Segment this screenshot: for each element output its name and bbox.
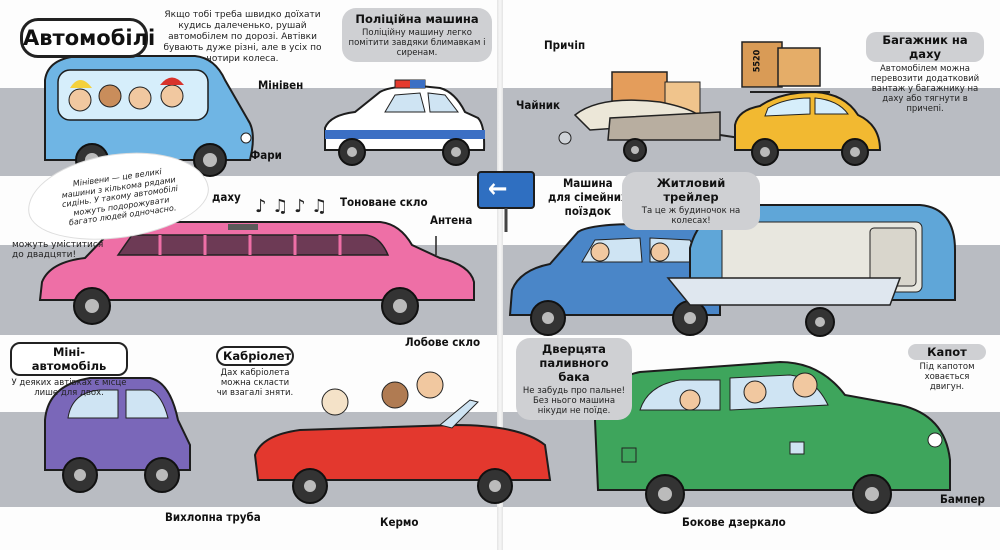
- label-trailer: Причіп: [544, 38, 586, 52]
- fuel-door-bubble-text: Не забудь про пальне! Без нього машина н…: [522, 386, 626, 416]
- limousine-illustration: ♪ ♫ ♪ ♫: [38, 196, 475, 325]
- mini-car-bubble: Міні-автомобіль У деяких автівках є місц…: [4, 338, 134, 402]
- label-steering: Кермо: [380, 515, 419, 529]
- caravan-box-number: 5520: [752, 49, 763, 73]
- hood-bubble-text: Під капотом ховається двигун.: [919, 362, 975, 392]
- label-tinted-glass: Тоноване скло: [340, 195, 428, 209]
- svg-text:♪ ♫ ♪ ♫: ♪ ♫ ♪ ♫: [255, 196, 327, 217]
- yellow-car-illustration: [734, 41, 882, 166]
- convertible-bubble-title: Кабріолет: [216, 346, 294, 366]
- label-windshield: Лобове скло: [405, 335, 481, 349]
- road-sign-illustration: [477, 171, 535, 232]
- family-car-illustration: [508, 222, 721, 336]
- police-bubble-title: Поліційна машина: [355, 12, 479, 26]
- label-kettle: Чайник: [516, 98, 561, 112]
- label-roof-partial: даху: [212, 190, 241, 204]
- convertible-bubble: Кабріолет Дах кабріолета можна скласти ч…: [210, 342, 300, 402]
- roof-rack-bubble-title: Багажник на даху: [866, 32, 984, 62]
- mini-car-bubble-title: Міні-автомобіль: [10, 342, 128, 376]
- label-bumper: Бампер: [940, 492, 985, 506]
- roof-rack-bubble: Багажник на даху Автомобілем можна перев…: [860, 28, 990, 118]
- hood-bubble: Капот Під капотом ховається двигун.: [902, 340, 992, 396]
- mini-car-illustration: [44, 377, 191, 493]
- minivan-illustration: [44, 55, 254, 177]
- police-car-illustration: [324, 79, 486, 166]
- label-family-car: Машина для сімейних поїздок: [548, 176, 628, 218]
- police-bubble-text: Поліційну машину легко помітити завдяки …: [348, 28, 486, 58]
- police-bubble: Поліційна машина Поліційну машину легко …: [342, 8, 492, 62]
- page-title: Автомобілі: [20, 18, 155, 58]
- caravan-illustration: [666, 204, 956, 337]
- label-side-mirror: Бокове дзеркало: [682, 515, 786, 529]
- label-antenna: Антена: [430, 213, 473, 227]
- road-sign-arrow: ←: [488, 174, 508, 204]
- green-car-illustration: [593, 360, 951, 514]
- mini-car-bubble-text: У деяких автівках є місце лише для двох.: [11, 378, 127, 398]
- roof-rack-bubble-text: Автомобілем можна перевозити додатковий …: [870, 64, 980, 114]
- fuel-door-bubble: Дверцята паливного бака Не забудь про па…: [516, 338, 632, 420]
- caravan-bubble-text: Та це ж будиночок на колесах!: [641, 206, 741, 226]
- caravan-bubble-title: Житловий трейлер: [656, 176, 726, 204]
- caravan-bubble: Житловий трейлер Та це ж будиночок на ко…: [622, 172, 760, 230]
- label-headlights: Фари: [250, 148, 282, 162]
- fuel-door-bubble-title: Дверцята паливного бака: [539, 342, 609, 384]
- limo-capacity-note: можуть уміститися до двадцяти!: [12, 240, 104, 260]
- convertible-illustration: [253, 371, 552, 504]
- label-exhaust: Вихлопна труба: [165, 510, 261, 524]
- convertible-bubble-text: Дах кабріолета можна скласти чи взагалі …: [216, 368, 294, 398]
- label-minivan: Мінівен: [258, 78, 304, 92]
- trailer-illustration: [558, 71, 741, 162]
- page-gutter: [497, 0, 503, 550]
- hood-bubble-title: Капот: [908, 344, 986, 360]
- intro-text: Якщо тобі треба швидко доїхати кудись да…: [163, 10, 322, 64]
